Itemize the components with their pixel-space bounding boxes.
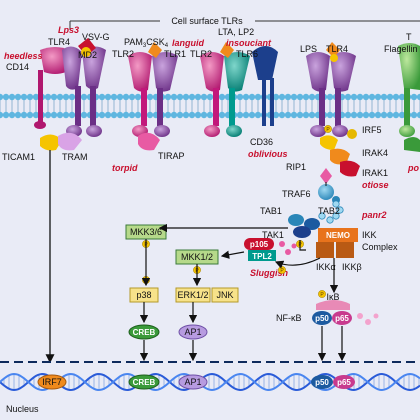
myd88-irak-complex — [320, 129, 360, 184]
irak1-label: IRAK1 — [362, 168, 388, 178]
p38-label: p38 — [136, 290, 151, 300]
tlr4-left-ectodomain — [62, 46, 82, 90]
lps-ligand — [326, 42, 340, 58]
cd14-label: CD14 — [6, 62, 29, 72]
ticam1-protein — [40, 134, 62, 151]
ikkb-label: IKKβ — [342, 262, 362, 272]
p105-label: p105 — [250, 240, 269, 249]
lps-label: LPS — [300, 44, 317, 54]
p65-cyto-label: p65 — [335, 314, 349, 323]
erk12-label: ERK1/2 — [177, 290, 208, 300]
tlr6-label: TLR6 — [236, 49, 258, 59]
tlr5-label: T — [406, 32, 412, 42]
svg-text:P: P — [326, 127, 330, 133]
tlr4-right-ectodomain — [82, 46, 106, 90]
tab1-label: TAB1 — [260, 206, 282, 216]
tlr2-tlr6-complex — [200, 42, 278, 137]
tlr2b-label: TLR2 — [190, 49, 212, 59]
tlr4b-label: TLR4 — [326, 44, 348, 54]
cd36-protein — [252, 46, 278, 80]
jnk-box — [211, 287, 239, 303]
mkk12-label: MKK1/2 — [181, 252, 213, 262]
nfkb-complex — [312, 300, 379, 325]
p65-nuclear — [333, 375, 355, 389]
mkk36-label: MKK3/6 — [130, 227, 162, 237]
irf7-label: IRF7 — [42, 377, 62, 387]
cd36-label: CD36 — [250, 137, 273, 147]
p50-cyto-label: p50 — [315, 314, 329, 323]
tram-protein — [58, 132, 82, 151]
ikk-label: IKK — [362, 230, 377, 240]
creb-cytoplasm — [128, 324, 160, 340]
irak4-label: IRAK4 — [362, 148, 388, 158]
otiose-label: otiose — [362, 180, 389, 190]
cell-surface-title: Cell surface TLRs — [171, 16, 243, 26]
tlr2-tlr1-complex — [128, 42, 178, 151]
tlr4-label-left: TLR4 — [48, 37, 70, 47]
p50-nuclear-label: p50 — [315, 378, 329, 387]
lta-lp2-ligand — [220, 42, 234, 58]
panr2-label: panr2 — [361, 210, 387, 220]
lps3-label: Lps3 — [58, 25, 79, 35]
p65-nuclear-label: p65 — [337, 378, 351, 387]
tab-tak1-complex — [288, 214, 320, 238]
nfkb-label: NF-κB — [276, 313, 302, 323]
po-label: po — [407, 163, 419, 173]
md2-label: MD2 — [78, 50, 97, 60]
tak1-label: TAK1 — [262, 230, 284, 240]
tirap-protein — [138, 132, 160, 151]
md2-protein — [81, 47, 91, 57]
ap1-cytoplasm — [178, 324, 208, 340]
irf5-label: IRF5 — [362, 125, 382, 135]
pam-label: PAM3CSK4 — [124, 37, 169, 49]
nucleus-label: Nucleus — [6, 404, 39, 414]
ap1-nuclear — [178, 374, 208, 390]
jnk-label: JNK — [216, 290, 233, 300]
ticam1-label: TICAM1 — [2, 152, 35, 162]
tram-label: TRAM — [62, 152, 88, 162]
languid-label: languid — [172, 38, 204, 48]
flagellin-label: Flagellin — [384, 44, 418, 54]
ap1-cyto-label: AP1 — [184, 327, 201, 337]
vsvg-label: VSV-G — [82, 32, 110, 42]
plasma-membrane — [0, 93, 420, 119]
tirap-label: TIRAP — [158, 151, 185, 161]
ikb-label: IκB — [326, 292, 339, 302]
insouciant-label: insouciant — [226, 38, 272, 48]
lta-lp2-label: LTA, LP2 — [218, 27, 254, 37]
ticam1-tram-adaptors — [40, 132, 82, 151]
heedless-label: heedless — [4, 51, 43, 61]
rip1-label: RIP1 — [286, 162, 306, 172]
tlr4-lps-complex — [306, 42, 356, 137]
tlr1-label: TLR1 — [164, 49, 186, 59]
ubiquitin-chain — [318, 200, 344, 224]
creb-nuclear-label: CREB — [133, 378, 156, 387]
p50-nuclear — [311, 375, 333, 389]
tpl2-label: TPL2 — [252, 252, 272, 261]
nemo-label: NEMO — [326, 231, 350, 240]
torpid-label: torpid — [112, 163, 138, 173]
cell-surface-bracket — [69, 20, 420, 30]
creb-nuclear — [128, 374, 160, 390]
oblivious-label: oblivious — [248, 149, 288, 159]
traf6-label: TRAF6 — [282, 189, 311, 199]
creb-cyto-label: CREB — [133, 328, 156, 337]
tlr4-complex — [34, 38, 106, 137]
pam3csk4-ligand — [148, 42, 162, 58]
sluggish-label: Sluggish — [250, 268, 289, 278]
pathway-arrows — [139, 182, 347, 362]
complex-label: Complex — [362, 242, 398, 252]
tab2-label: TAB2 — [318, 206, 340, 216]
irf7-nuclear — [37, 374, 67, 390]
ap1-nuclear-label: AP1 — [184, 377, 201, 387]
ikk-complex — [316, 228, 358, 258]
tlr2-label: TLR2 — [112, 49, 134, 59]
p105-tpl2-complex — [244, 238, 297, 261]
svg-text:P: P — [320, 292, 324, 298]
ikka-label: IKKα — [316, 262, 336, 272]
svg-text:P: P — [280, 268, 284, 274]
tlr5-complex — [398, 43, 420, 152]
